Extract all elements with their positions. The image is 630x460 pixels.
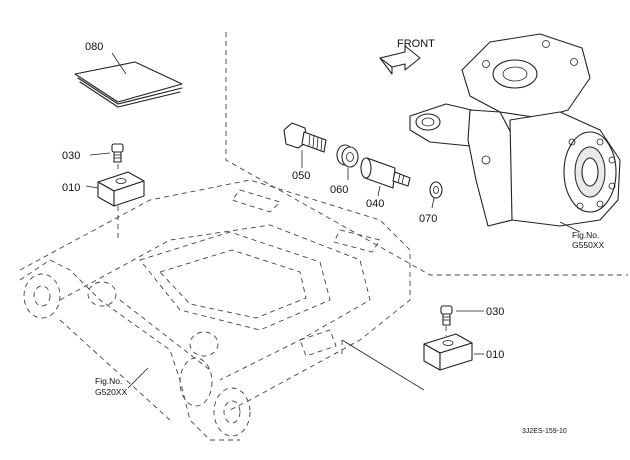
part-050-bolt: [283, 122, 327, 168]
group-boundary: [225, 32, 628, 276]
part-label-070: 070: [419, 213, 437, 225]
front-label: FRONT: [397, 38, 435, 50]
part-label-060: 060: [330, 184, 348, 196]
part-label-030-right: 030: [486, 306, 504, 318]
part-060-collar: [336, 144, 359, 180]
part-label-010-right: 010: [486, 349, 504, 361]
part-label-030-left: 030: [62, 150, 80, 162]
knuckle-ref-fig-label: Fig.No.: [572, 230, 599, 240]
part-label-040: 040: [366, 198, 384, 210]
part-label-050: 050: [292, 170, 310, 182]
part-010-block-left: [85, 164, 145, 238]
part-030-bolt-right: [440, 305, 484, 336]
front-direction-arrow: [379, 45, 421, 75]
part-010-block-right: [341, 333, 484, 391]
part-080-sheet: [74, 52, 183, 108]
frame-ref-fig-label: Fig.No.: [95, 376, 122, 386]
part-040-pin: [360, 157, 411, 197]
steering-knuckle: [409, 33, 621, 233]
part-030-bolt-left: [89, 143, 124, 163]
knuckle-ref-fig-number: G550XX: [572, 240, 604, 250]
part-070-washer: [429, 181, 443, 209]
part-label-080: 080: [85, 41, 103, 53]
frame-ref-fig-number: G520XX: [95, 387, 127, 397]
part-label-010-left: 010: [62, 182, 80, 194]
diagram-code: 3J2ES-159-10: [522, 428, 567, 435]
front-axle-frame: [19, 179, 411, 441]
